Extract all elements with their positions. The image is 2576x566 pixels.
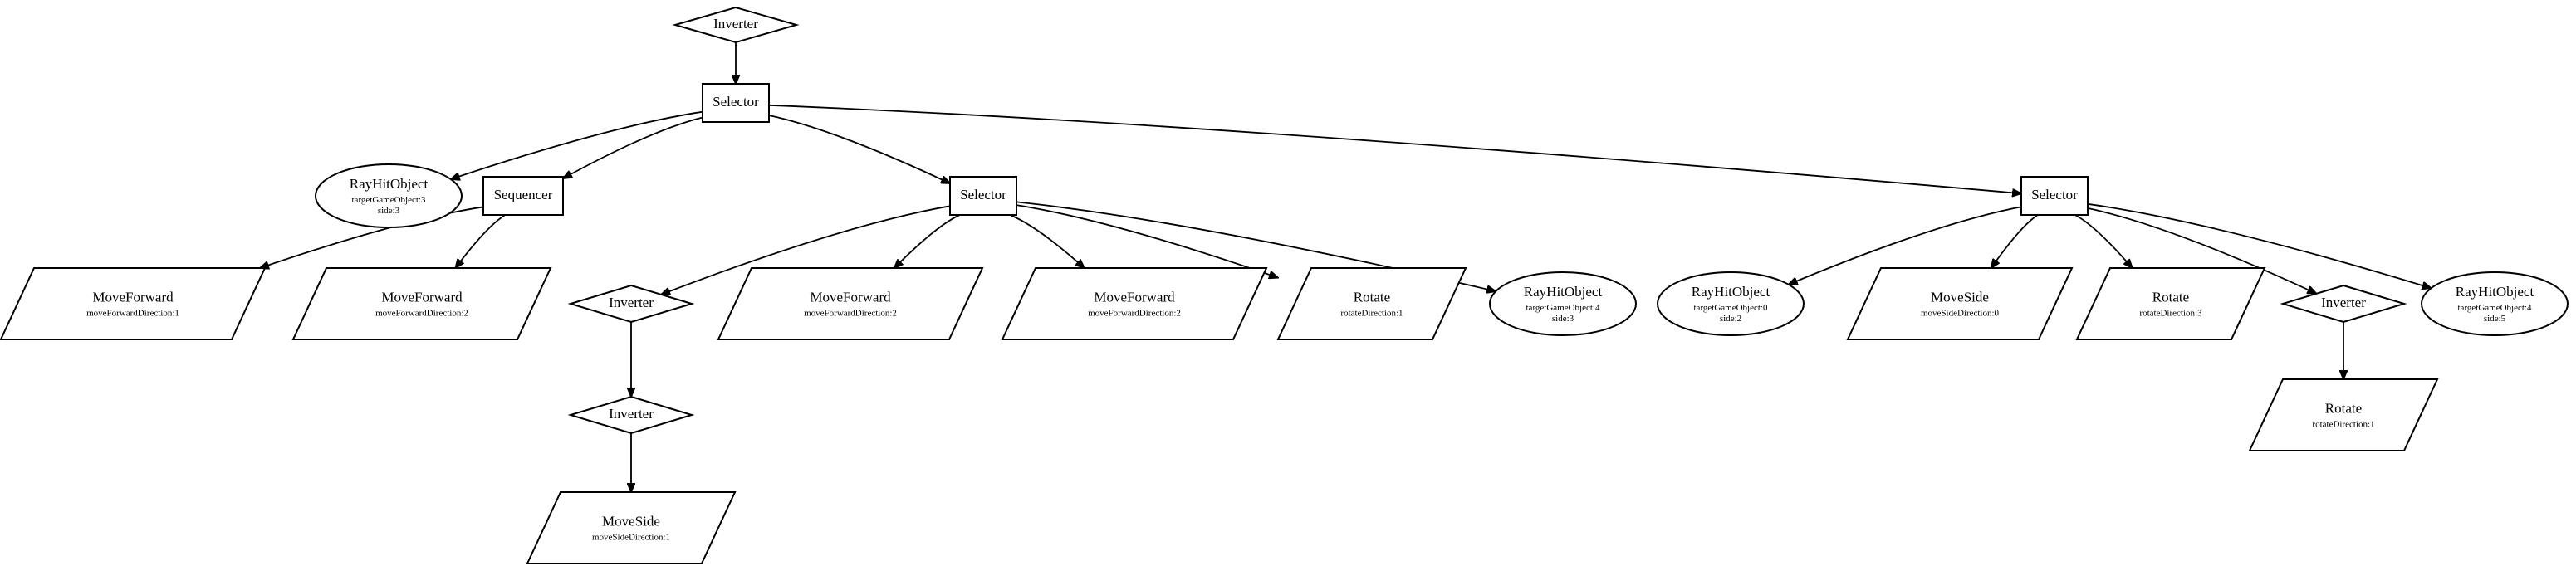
node-title: Sequencer	[494, 187, 553, 202]
node-param: rotateDirection:1	[1340, 309, 1403, 319]
node-rotate: Rotate rotateDirection:1	[1276, 267, 1467, 340]
edge-arrow	[768, 104, 2021, 193]
node-title: Rotate	[2325, 401, 2362, 417]
parallelogram-shape	[1001, 267, 1268, 340]
node-moveside: MoveSide moveSideDirection:1	[526, 491, 737, 564]
parallelogram-shape	[1276, 267, 1467, 340]
node-moveforward: MoveForward moveForwardDirection:2	[1001, 267, 1268, 340]
node-title: RayHitObject	[2456, 284, 2534, 300]
edge-arrow	[455, 214, 506, 268]
diamond-shape	[672, 6, 800, 44]
node-param: side:3	[1552, 314, 1574, 324]
node-param: moveForwardDirection:2	[375, 309, 468, 319]
ellipse-shape	[2421, 271, 2569, 336]
node-selector: Selector	[2020, 176, 2089, 216]
node-inverter: Inverter	[2280, 284, 2407, 324]
node-param: targetGameObject:4	[1526, 303, 1600, 313]
parallelogram-shape	[1846, 267, 2074, 340]
node-title: RayHitObject	[1692, 284, 1770, 300]
parallelogram-shape	[526, 491, 737, 564]
node-sequencer: Sequencer	[482, 176, 564, 216]
node-title: MoveSide	[1931, 290, 1989, 305]
node-title: Selector	[713, 94, 759, 110]
parallelogram-shape	[291, 267, 552, 340]
edge-arrow	[894, 214, 961, 268]
node-param: moveForwardDirection:2	[1088, 309, 1181, 319]
edge-layer	[260, 42, 2432, 492]
node-title: MoveForward	[381, 290, 463, 305]
box-shape	[949, 176, 1017, 216]
node-title: Inverter	[2321, 295, 2366, 310]
node-title: RayHitObject	[1524, 284, 1603, 300]
edge-arrow	[661, 205, 951, 295]
edge-arrow	[768, 115, 950, 183]
edge-arrow	[451, 110, 703, 179]
node-layer: InverterSelectorRayHitObjecttargetGameOb…	[0, 6, 2569, 564]
node-rotate: Rotate rotateDirection:1	[2248, 378, 2439, 451]
diamond-shape	[567, 395, 695, 435]
node-title: MoveSide	[602, 514, 660, 529]
node-selector: Selector	[949, 176, 1017, 216]
node-title: Selector	[2031, 187, 2078, 202]
diamond-shape	[567, 284, 695, 324]
node-moveforward: MoveForward moveForwardDirection:1	[0, 267, 267, 340]
node-title: MoveForward	[1094, 290, 1175, 305]
node-param: side:2	[1720, 314, 1741, 324]
node-param: rotateDirection:1	[2312, 420, 2374, 430]
parallelogram-shape	[2075, 267, 2266, 340]
node-title: MoveForward	[810, 290, 891, 305]
node-param: moveForwardDirection:1	[86, 309, 179, 319]
node-moveside: MoveSide moveSideDirection:0	[1846, 267, 2074, 340]
ellipse-shape	[1489, 271, 1637, 336]
edge-arrow	[563, 116, 703, 179]
node-param: moveForwardDirection:2	[804, 309, 897, 319]
edge-arrow	[1789, 206, 2022, 284]
ellipse-shape	[315, 163, 463, 228]
node-title: RayHitObject	[350, 176, 429, 192]
edge-arrow	[1016, 204, 1278, 278]
ellipse-shape	[1657, 271, 1805, 336]
node-title: Inverter	[609, 295, 654, 310]
box-shape	[482, 176, 564, 216]
parallelogram-shape	[0, 267, 267, 340]
node-title: Inverter	[713, 16, 758, 32]
node-param: side:3	[378, 206, 400, 216]
node-title: Rotate	[2152, 290, 2189, 305]
edge-arrow	[2087, 207, 2316, 294]
box-shape	[702, 83, 770, 123]
diamond-shape	[2280, 284, 2407, 324]
node-inverter: Inverter	[567, 395, 695, 435]
edge-arrow	[260, 206, 484, 268]
parallelogram-shape	[2248, 378, 2439, 451]
parallelogram-shape	[717, 267, 984, 340]
node-moveforward: MoveForward moveForwardDirection:2	[717, 267, 984, 340]
node-param: targetGameObject:4	[2458, 303, 2532, 313]
edge-arrow	[2074, 214, 2133, 268]
node-title: Selector	[960, 187, 1006, 202]
node-param: rotateDirection:3	[2139, 309, 2202, 319]
node-param: targetGameObject:0	[1694, 303, 1768, 313]
node-param: side:5	[2484, 314, 2506, 324]
edge-arrow	[1991, 214, 2039, 268]
node-inverter: Inverter	[567, 284, 695, 324]
box-shape	[2020, 176, 2089, 216]
node-selector: Selector	[702, 83, 770, 123]
node-param: moveSideDirection:1	[592, 533, 670, 543]
node-param: moveSideDirection:0	[1921, 309, 2000, 319]
node-param: targetGameObject:3	[352, 195, 426, 205]
node-inverter: Inverter	[672, 6, 800, 44]
edge-arrow	[2087, 202, 2432, 288]
edge-arrow	[1009, 214, 1085, 268]
node-title: MoveForward	[92, 290, 174, 305]
node-rotate: Rotate rotateDirection:3	[2075, 267, 2266, 340]
node-title: Rotate	[1354, 290, 1390, 305]
node-moveforward: MoveForward moveForwardDirection:2	[291, 267, 552, 340]
node-title: Inverter	[609, 406, 654, 422]
